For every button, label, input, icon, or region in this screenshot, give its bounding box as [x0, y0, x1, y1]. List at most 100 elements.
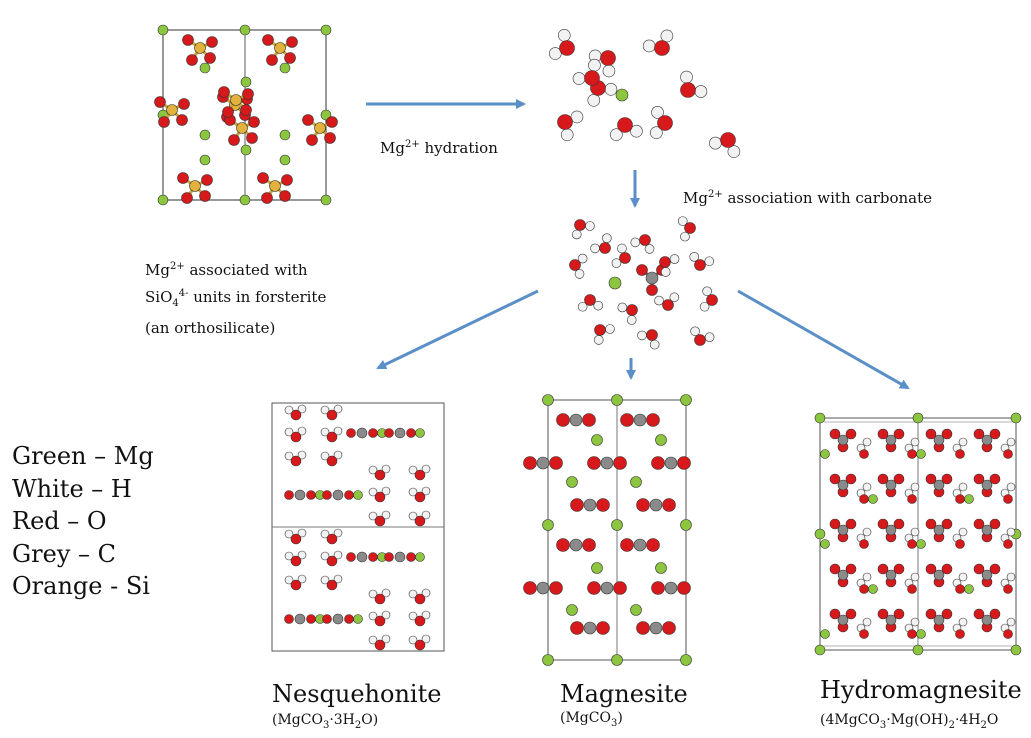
atom-o [706, 294, 718, 306]
atom-h [649, 339, 660, 350]
atom-h [333, 404, 343, 414]
atom-o [374, 615, 386, 627]
atom-o [646, 329, 658, 341]
atom-h [689, 252, 700, 262]
atom-h [958, 572, 968, 582]
atom-o [720, 132, 736, 148]
atom-o [893, 518, 905, 530]
atom-h [284, 551, 294, 561]
atom-mg [611, 519, 623, 531]
atom-c [294, 489, 306, 501]
atom-h [862, 527, 872, 537]
atom-o [346, 428, 356, 438]
atom-h [548, 47, 562, 60]
atom-h [368, 611, 378, 621]
atom-mg [916, 539, 926, 549]
atom-h [421, 510, 431, 520]
atom-o [584, 70, 600, 86]
unit-cell-frames [162, 29, 1017, 661]
atom-mg [964, 494, 974, 504]
atom-si [314, 122, 326, 134]
atom-o [1003, 494, 1013, 504]
atom-o [636, 264, 648, 276]
atom-c [837, 434, 849, 446]
atom-o [262, 34, 274, 46]
atom-h [421, 588, 431, 598]
atom-o [677, 456, 691, 470]
atom-h [297, 528, 307, 538]
legend-item-si: Orange - Si [12, 572, 150, 600]
atom-o [326, 431, 338, 443]
atom-o [877, 608, 889, 620]
atom-o [651, 456, 665, 470]
atom-o [877, 428, 889, 440]
atom-mg [964, 584, 974, 594]
atom-h [862, 617, 872, 627]
atom-o [177, 172, 189, 184]
atom-o [955, 494, 965, 504]
atom-o [613, 456, 627, 470]
atom-mg [611, 654, 623, 666]
atom-h [297, 426, 307, 436]
atom-mg [157, 194, 169, 206]
atom-h [650, 126, 663, 139]
atom-o [925, 473, 937, 485]
atom-o [326, 116, 338, 128]
atom-o [829, 563, 841, 575]
atom-o [582, 413, 596, 427]
atom-o [326, 533, 338, 545]
atom-mg [353, 490, 363, 500]
atom-h [680, 231, 690, 242]
atom-h [660, 267, 671, 277]
atom-o [893, 428, 905, 440]
atom-o [414, 515, 426, 527]
atom-si [166, 104, 178, 116]
atom-h [574, 269, 585, 279]
atom-h [1006, 482, 1016, 492]
atom-c [645, 271, 659, 285]
atom-h [557, 28, 571, 42]
atom-o [646, 538, 660, 552]
atom-o [877, 563, 889, 575]
atom-c [536, 581, 550, 595]
mineral-name-hydromagnesite: Hydromagnesite [820, 676, 1022, 704]
atom-c [885, 569, 897, 581]
atom-h [333, 528, 343, 538]
atom-o [549, 456, 563, 470]
atom-mg [655, 434, 667, 446]
atom-h [642, 39, 656, 53]
atom-h [690, 326, 700, 337]
arrows [366, 99, 910, 390]
atom-h [408, 589, 418, 599]
atom-h [421, 464, 431, 474]
atom-o [281, 174, 293, 186]
hydration-label: Mg2+ hydration [380, 139, 498, 157]
atom-mg [279, 129, 291, 141]
atom-o [204, 52, 216, 64]
atom-mg [608, 276, 622, 290]
atom-mg [542, 519, 554, 531]
atom-o [680, 82, 696, 98]
atom-h [1006, 572, 1016, 582]
atom-h [284, 529, 294, 539]
atom-h [630, 124, 643, 138]
atom-o [925, 428, 937, 440]
atom-c [649, 621, 663, 635]
atom-o [925, 518, 937, 530]
atom-mg [591, 434, 603, 446]
atom-o [374, 515, 386, 527]
atom-h [593, 300, 604, 311]
atom-o [859, 449, 869, 459]
atom-mg [240, 144, 252, 156]
atom-o [582, 538, 596, 552]
atom-h [320, 575, 330, 585]
atom-o [620, 538, 634, 552]
atom-o [877, 518, 889, 530]
atom-o [973, 428, 985, 440]
atom-o [636, 498, 650, 512]
atom-h [1006, 437, 1016, 447]
atom-mg [820, 539, 830, 549]
atom-o [636, 621, 650, 635]
atom-mg [630, 476, 642, 488]
